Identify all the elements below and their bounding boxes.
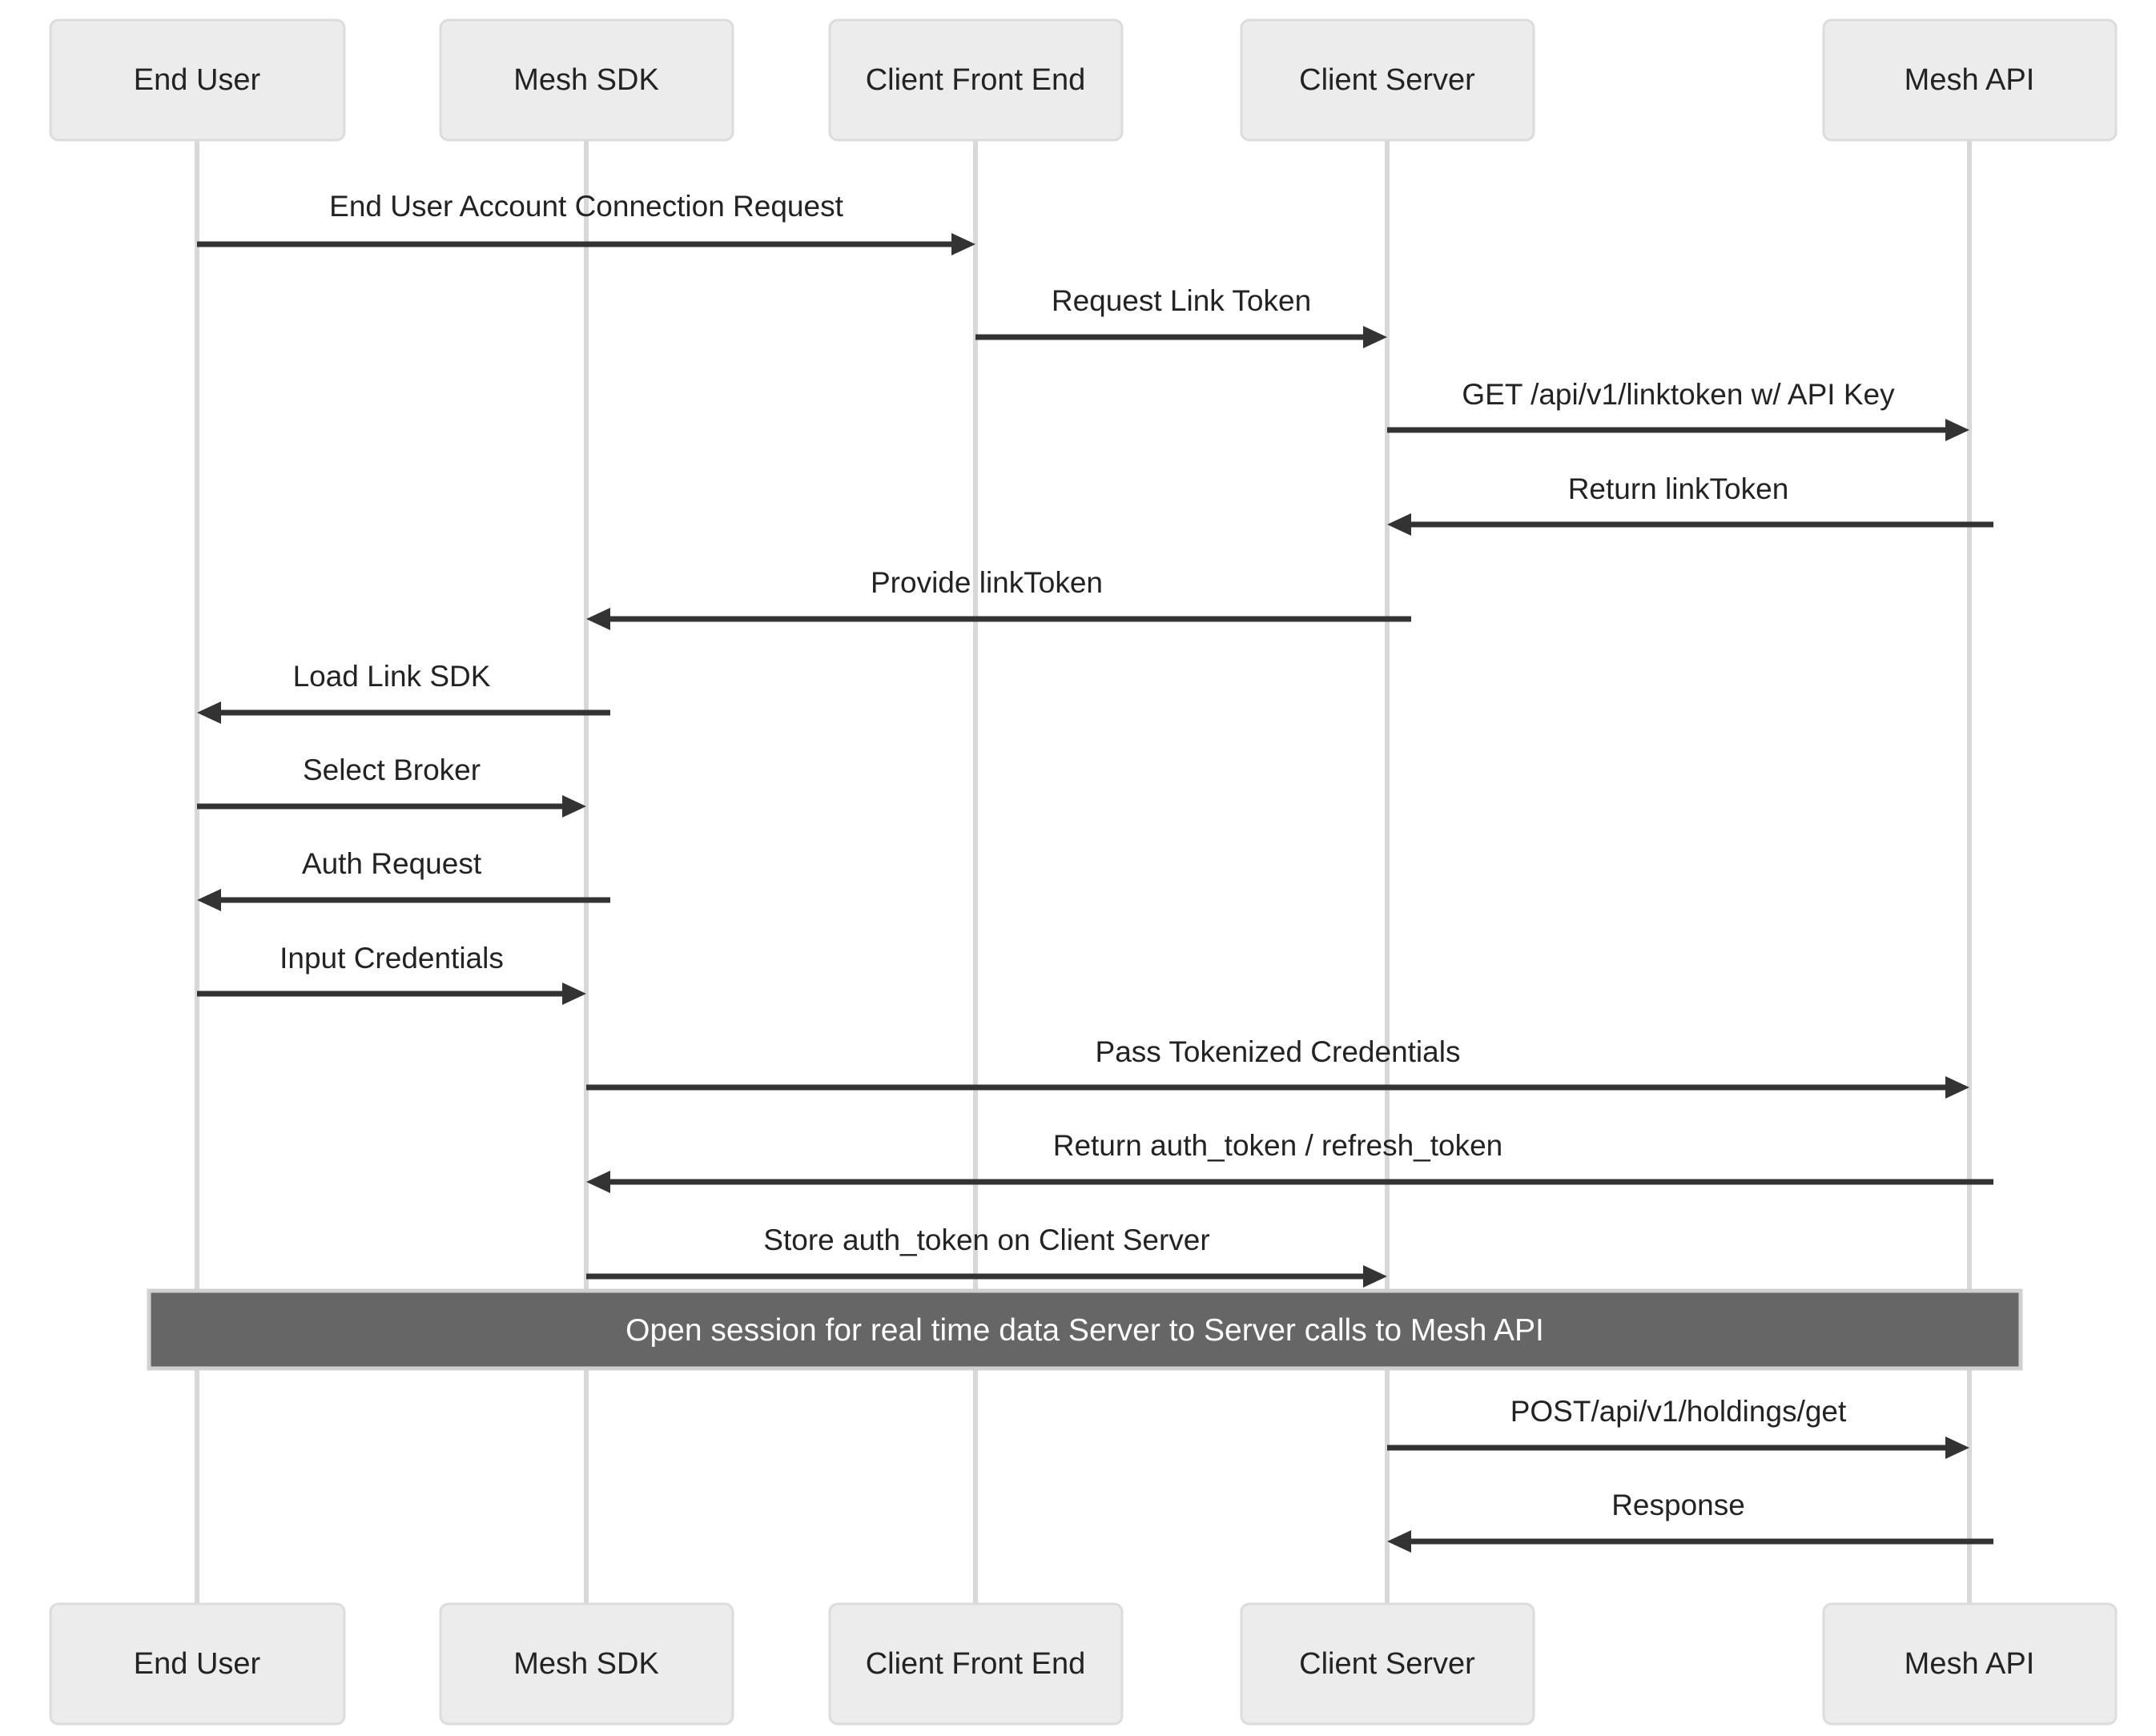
message-arrowhead-12 xyxy=(1363,1265,1387,1288)
note-bar-background xyxy=(147,1288,2023,1371)
message-12: Store auth_token on Client Server xyxy=(586,1224,1387,1288)
message-label-8: Auth Request xyxy=(302,847,482,880)
message-arrowhead-6 xyxy=(197,701,221,724)
message-11: Return auth_token / refresh_token xyxy=(586,1129,1993,1193)
actor-client-front-end-top[interactable]: Client Front End xyxy=(828,18,1124,142)
actor-box-end-user-bottom xyxy=(49,1602,346,1726)
actor-label-end-user-bottom: End User xyxy=(134,1647,261,1681)
actor-box-client-front-end-top xyxy=(828,18,1124,142)
message-label-4: Return linkToken xyxy=(1568,472,1789,505)
actor-end-user-top[interactable]: End User xyxy=(49,18,346,142)
message-arrowhead-3 xyxy=(1945,419,1969,441)
message-1: End User Account Connection Request xyxy=(197,190,975,255)
actor-label-mesh-api-top: Mesh API xyxy=(1905,63,2035,97)
message-14: Response xyxy=(1387,1489,1993,1553)
message-9: Input Credentials xyxy=(197,942,586,1005)
messages-group: End User Account Connection RequestReque… xyxy=(197,190,1993,1553)
message-label-3: GET /api/v1/linktoken w/ API Key xyxy=(1462,378,1895,411)
message-2: Request Link Token xyxy=(975,284,1387,348)
actor-label-mesh-sdk-top: Mesh SDK xyxy=(513,63,659,97)
message-arrowhead-2 xyxy=(1363,326,1387,348)
message-3: GET /api/v1/linktoken w/ API Key xyxy=(1387,378,1969,441)
actor-label-end-user-top: End User xyxy=(134,63,261,97)
message-arrowhead-13 xyxy=(1945,1437,1969,1459)
message-13: POST/api/v1/holdings/get xyxy=(1387,1395,1969,1459)
actor-client-server-bottom[interactable]: Client Server xyxy=(1240,1602,1535,1726)
note-bar-label: Open session for real time data Server t… xyxy=(625,1313,1544,1348)
note-group: Open session for real time data Server t… xyxy=(147,1288,2023,1371)
actor-end-user-bottom[interactable]: End User xyxy=(49,1602,346,1726)
message-label-14: Response xyxy=(1611,1489,1745,1521)
actor-client-server-top[interactable]: Client Server xyxy=(1240,18,1535,142)
actor-mesh-sdk-top[interactable]: Mesh SDK xyxy=(439,18,734,142)
actor-boxes-top: End User Mesh SDK Client Front End Client S… xyxy=(49,18,2118,142)
message-4: Return linkToken xyxy=(1387,472,1993,536)
actor-mesh-sdk-bottom[interactable]: Mesh SDK xyxy=(439,1602,734,1726)
actor-box-mesh-sdk-bottom xyxy=(439,1602,734,1726)
actor-label-client-front-end-bottom: Client Front End xyxy=(866,1647,1086,1681)
message-arrowhead-5 xyxy=(586,608,610,630)
message-arrowhead-7 xyxy=(562,795,586,818)
message-label-13: POST/api/v1/holdings/get xyxy=(1510,1395,1847,1428)
message-label-7: Select Broker xyxy=(303,753,481,786)
actor-box-client-server-top xyxy=(1240,18,1535,142)
message-arrowhead-9 xyxy=(562,983,586,1005)
message-8: Auth Request xyxy=(197,847,610,911)
actor-box-client-front-end-bottom xyxy=(828,1602,1124,1726)
message-label-10: Pass Tokenized Credentials xyxy=(1096,1035,1461,1068)
actor-label-mesh-api-bottom: Mesh API xyxy=(1905,1647,2035,1681)
actor-box-mesh-api-bottom xyxy=(1822,1602,2118,1726)
message-arrowhead-14 xyxy=(1387,1530,1411,1553)
actor-mesh-api-bottom[interactable]: Mesh API xyxy=(1822,1602,2118,1726)
message-10: Pass Tokenized Credentials xyxy=(586,1035,1969,1099)
message-arrowhead-11 xyxy=(586,1171,610,1193)
actor-mesh-api-top[interactable]: Mesh API xyxy=(1822,18,2118,142)
actor-box-mesh-api-top xyxy=(1822,18,2118,142)
message-label-1: End User Account Connection Request xyxy=(329,190,843,223)
actor-label-client-server-bottom: Client Server xyxy=(1299,1647,1475,1681)
message-label-9: Input Credentials xyxy=(280,942,504,974)
message-label-11: Return auth_token / refresh_token xyxy=(1053,1129,1503,1162)
message-7: Select Broker xyxy=(197,753,586,818)
message-arrowhead-4 xyxy=(1387,513,1411,536)
actor-client-front-end-bottom[interactable]: Client Front End xyxy=(828,1602,1124,1726)
actor-box-client-server-bottom xyxy=(1240,1602,1535,1726)
actor-label-mesh-sdk-bottom: Mesh SDK xyxy=(513,1647,659,1681)
message-arrowhead-1 xyxy=(951,233,975,255)
actor-box-mesh-sdk-top xyxy=(439,18,734,142)
message-arrowhead-8 xyxy=(197,889,221,911)
actor-label-client-server-top: Client Server xyxy=(1299,63,1475,97)
message-label-2: Request Link Token xyxy=(1052,284,1311,317)
actor-box-end-user-top xyxy=(49,18,346,142)
actor-label-client-front-end-top: Client Front End xyxy=(866,63,1086,97)
message-label-12: Store auth_token on Client Server xyxy=(763,1224,1209,1256)
actor-boxes-bottom: End User Mesh SDK Client Front End Client S… xyxy=(49,1602,2118,1726)
message-arrowhead-10 xyxy=(1945,1076,1969,1099)
message-5: Provide linkToken xyxy=(586,566,1411,630)
message-label-6: Load Link SDK xyxy=(293,660,491,693)
message-6: Load Link SDK xyxy=(197,660,610,724)
message-label-5: Provide linkToken xyxy=(871,566,1103,599)
